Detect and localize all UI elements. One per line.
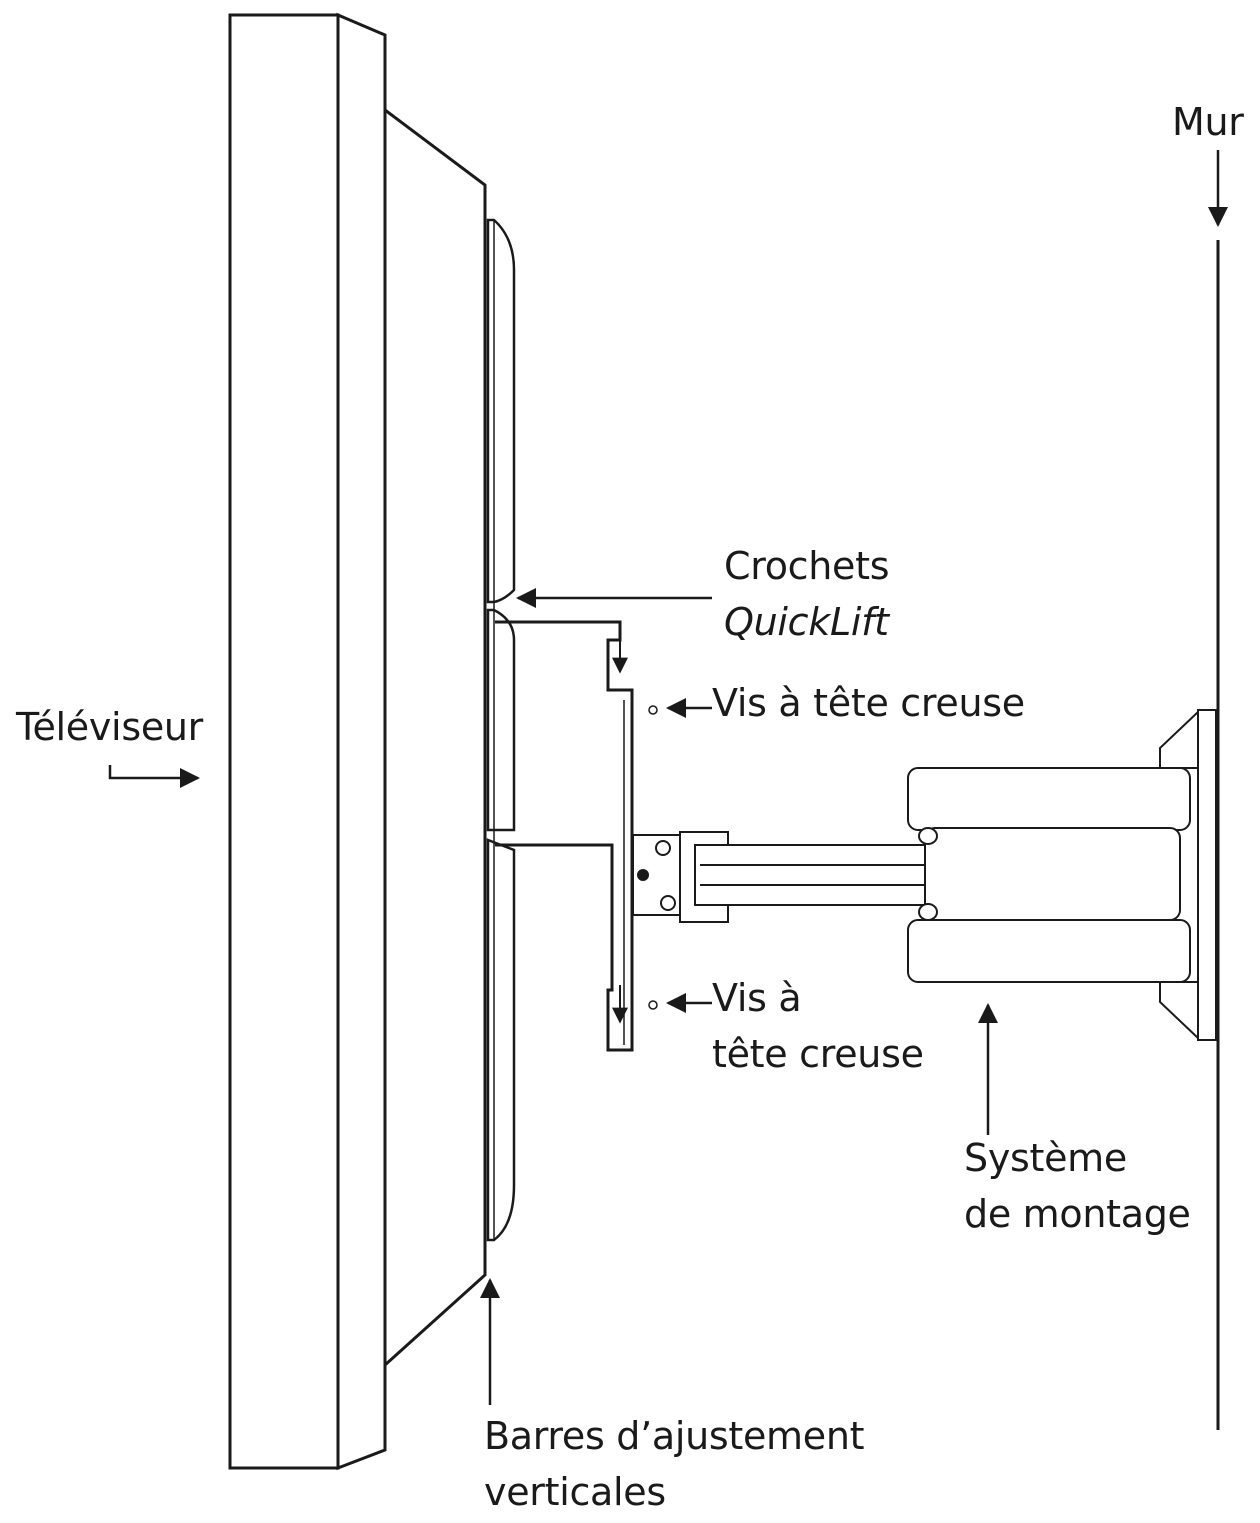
middle-outer-arm [924, 827, 1181, 921]
wall-plate [1197, 709, 1217, 1041]
mount-label-line2: de montage [964, 1192, 1191, 1236]
tv-back-body [383, 107, 487, 1369]
lower-arm-pin [918, 903, 938, 921]
screws [648, 705, 658, 1010]
upper-arm-pin [918, 827, 938, 845]
television [228, 12, 487, 1471]
upper-outer-arm [907, 767, 1191, 831]
tilt-pivot [637, 869, 649, 881]
tv-front-panel [228, 13, 340, 1470]
screw-top-label: Vis à tête creuse [712, 681, 1025, 725]
screw-bottom-label: Vis à tête creuse [712, 970, 924, 1082]
mount-label: Système de montage [964, 1130, 1191, 1242]
hooks-label-line1: Crochets [724, 544, 890, 588]
top-screw [648, 705, 658, 715]
lower-outer-arm [907, 919, 1191, 983]
screw-bottom-label-line2: tête creuse [712, 1032, 924, 1076]
upper-adjustment-bar [486, 218, 516, 604]
tv-arrow [108, 765, 200, 788]
hooks-label: Crochets QuickLift [724, 538, 890, 650]
lower-hook [495, 700, 634, 1052]
wall-label: Mur [1172, 100, 1244, 144]
tilt-knob-bottom [660, 895, 676, 911]
bars-label-line1: Barres d’ajustement [484, 1414, 865, 1458]
middle-adjustment-bar [486, 608, 516, 832]
mount-label-line1: Système [964, 1136, 1127, 1180]
upper-wall-bracket [1159, 709, 1199, 769]
inner-arm [694, 844, 951, 906]
tv-label: Téléviseur [16, 705, 204, 749]
tilt-knob-top [655, 840, 671, 856]
bars-label: Barres d’ajustement verticales [484, 1408, 865, 1520]
bars-label-line2: verticales [484, 1470, 666, 1514]
lower-wall-bracket [1159, 981, 1199, 1041]
vertical-adjustment-bars [486, 218, 516, 1242]
upper-hook [495, 620, 634, 700]
leader-arrows [108, 150, 1228, 1405]
hooks-label-line2: QuickLift [724, 600, 889, 644]
articulating-arm [632, 709, 1217, 1041]
lower-adjustment-bar [486, 838, 516, 1242]
screw-bottom-label-line1: Vis à [712, 976, 802, 1020]
quicklift-bracket [495, 620, 634, 1052]
bottom-screw [648, 1000, 658, 1010]
tv-bezel-side [336, 12, 387, 1471]
